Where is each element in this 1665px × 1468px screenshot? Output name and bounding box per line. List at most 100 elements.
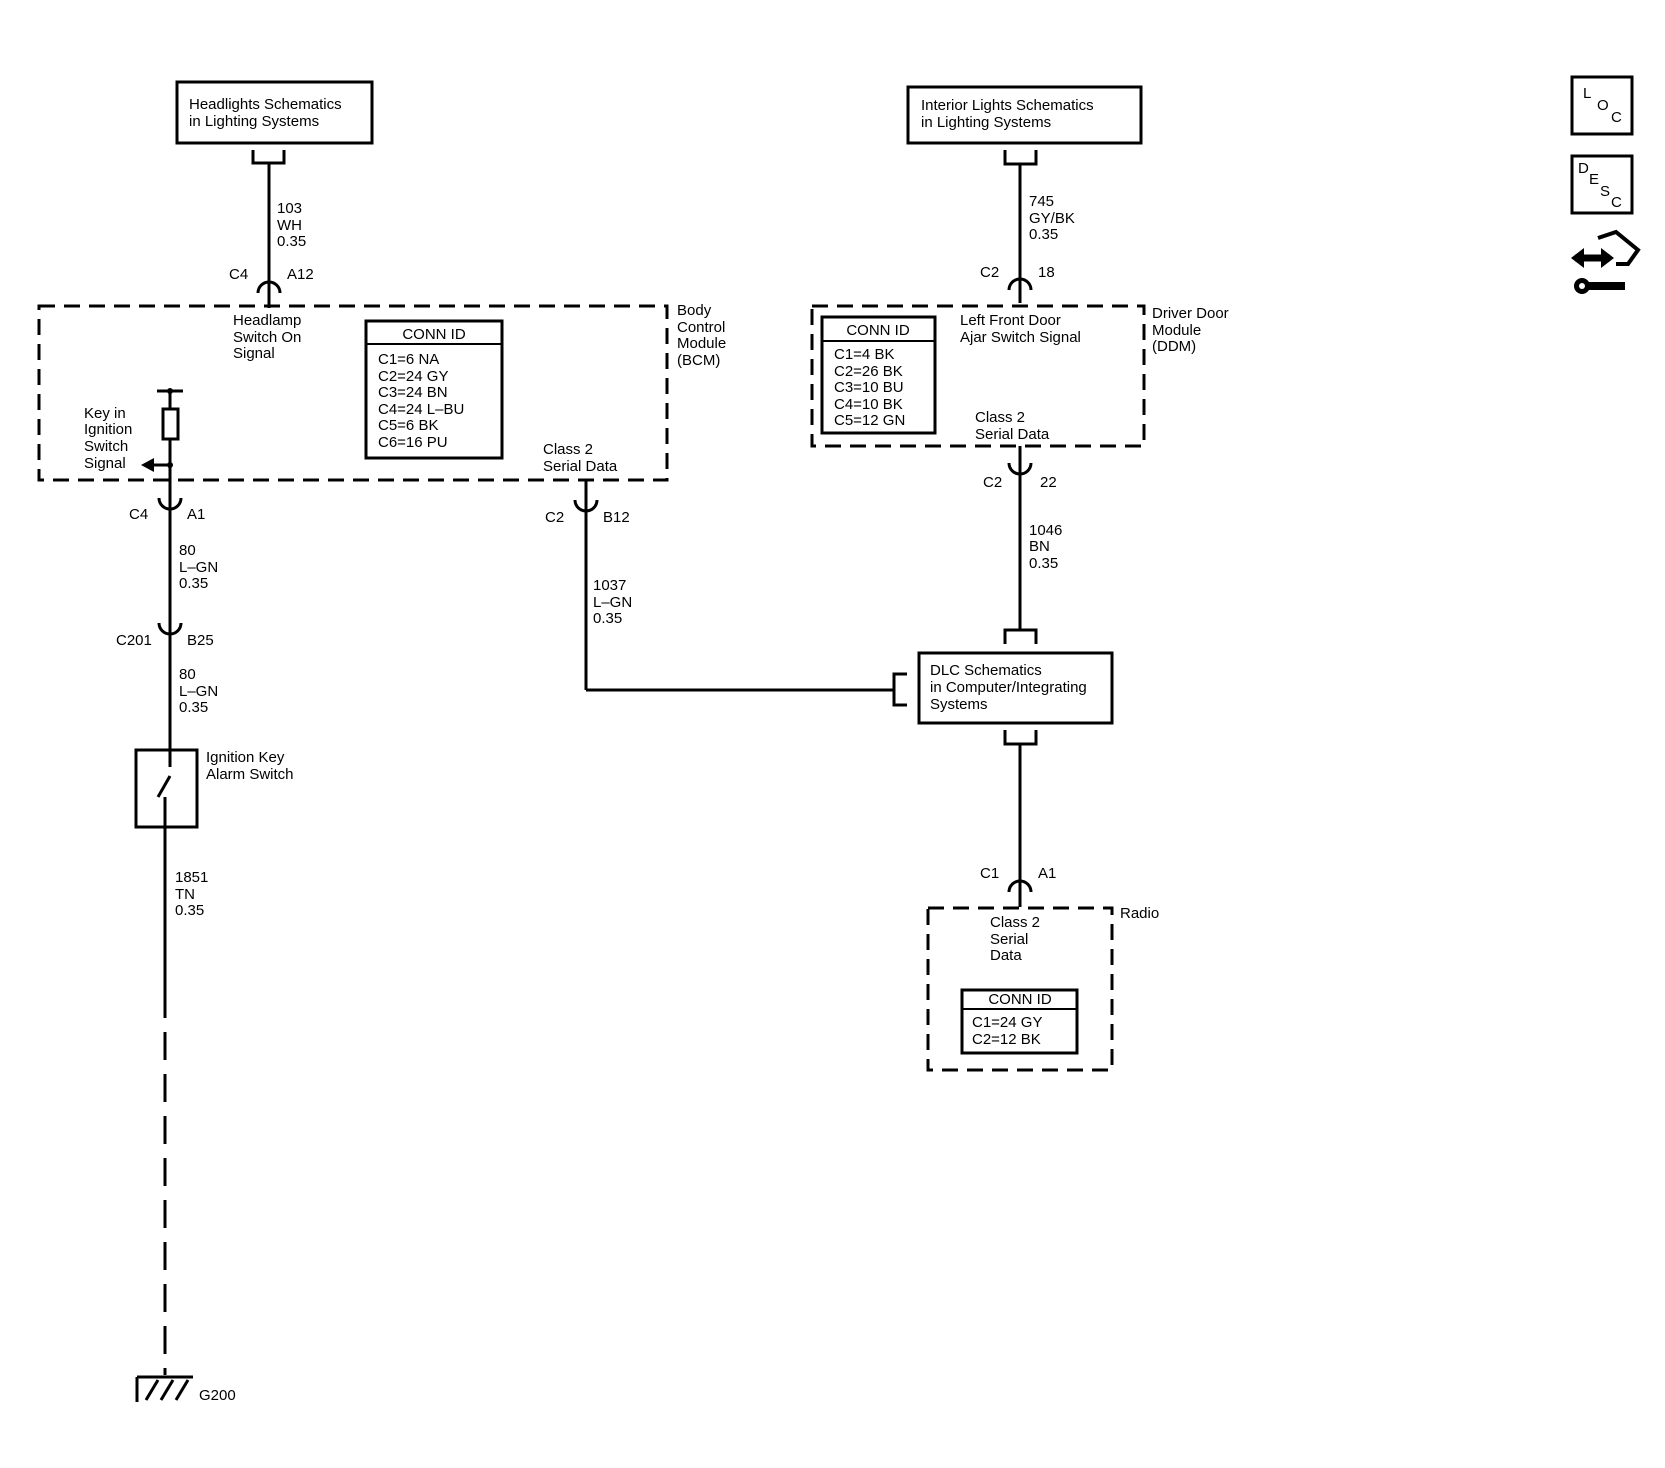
svg-text:103: 103 (277, 200, 302, 217)
connector-c2-18 (1007, 277, 1033, 291)
wrench-arrows-icon[interactable] (1571, 229, 1641, 294)
connector-label: 18 (1038, 264, 1055, 281)
svg-text:Class 2: Class 2 (543, 441, 593, 458)
svg-text:C1=4 BK: C1=4 BK (834, 346, 894, 363)
ddm-class2-serial-data: Class 2 Serial Data (975, 409, 1050, 443)
ref-line: in Computer/Integrating (930, 679, 1087, 696)
ddm-module[interactable] (810, 304, 1146, 448)
svg-text:Left Front Door: Left Front Door (960, 312, 1061, 329)
svg-text:Serial Data: Serial Data (543, 458, 618, 475)
connector-label: C2 (980, 264, 999, 281)
radio-conn-id-table: CONN ID C1=24 GY C2=12 BK (960, 988, 1079, 1055)
svg-text:Key in: Key in (84, 405, 126, 422)
svg-text:0.35: 0.35 (179, 575, 208, 592)
ground-symbol-g200 (135, 1375, 193, 1402)
svg-text:80: 80 (179, 666, 196, 683)
connector-label: 22 (1040, 474, 1057, 491)
svg-text:L: L (1583, 85, 1591, 102)
svg-text:O: O (1597, 97, 1609, 114)
connector-label: A1 (1038, 865, 1056, 882)
svg-text:D: D (1578, 160, 1589, 177)
bcm-module[interactable] (37, 304, 669, 482)
connector-label: C4 (129, 506, 148, 523)
connector-label: A12 (287, 266, 314, 283)
svg-text:745: 745 (1029, 193, 1054, 210)
svg-text:Data: Data (990, 947, 1022, 964)
svg-text:0.35: 0.35 (175, 902, 204, 919)
ref-line: Systems (930, 696, 988, 713)
switch-name: Ignition Key Alarm Switch (206, 749, 294, 783)
ddm-name: Driver Door Module (DDM) (1152, 305, 1229, 355)
svg-text:Driver Door: Driver Door (1152, 305, 1229, 322)
ref-line: Headlights Schematics (189, 96, 342, 113)
svg-text:C2=12 BK: C2=12 BK (972, 1031, 1041, 1048)
connector-label: C4 (229, 266, 248, 283)
connector-label: B12 (603, 509, 630, 526)
svg-text:0.35: 0.35 (179, 699, 208, 716)
wire-label-1046: 1046 BN 0.35 (1029, 522, 1062, 572)
radio-module[interactable] (926, 906, 1114, 1072)
svg-text:S: S (1600, 183, 1610, 200)
dlc-bottom-connector (1003, 730, 1038, 746)
radio-name: Radio (1120, 905, 1159, 922)
svg-text:L–GN: L–GN (179, 559, 218, 576)
svg-text:C2=24 GY: C2=24 GY (378, 368, 448, 385)
svg-text:Switch On: Switch On (233, 329, 301, 346)
svg-text:L–GN: L–GN (179, 683, 218, 700)
ref-line: DLC Schematics (930, 662, 1042, 679)
svg-text:CONN ID: CONN ID (402, 326, 466, 343)
svg-text:0.35: 0.35 (277, 233, 306, 250)
svg-text:CONN ID: CONN ID (846, 322, 910, 339)
svg-text:Control: Control (677, 319, 725, 336)
svg-text:1046: 1046 (1029, 522, 1062, 539)
ref-line: Interior Lights Schematics (921, 97, 1094, 114)
svg-text:Body: Body (677, 302, 712, 319)
ignition-key-alarm-switch[interactable] (134, 748, 199, 829)
headlights-reference-box[interactable]: Headlights Schematics in Lighting System… (175, 80, 374, 145)
desc-icon[interactable]: D E S C (1570, 154, 1634, 215)
svg-text:Ignition Key: Ignition Key (206, 749, 285, 766)
svg-text:TN: TN (175, 886, 195, 903)
bcm-conn-id-table: CONN ID C1=6 NA C2=24 GY C3=24 BN C4=24 … (364, 319, 504, 460)
ground-label: G200 (199, 1387, 236, 1404)
interior-lights-reference-box[interactable]: Interior Lights Schematics in Lighting S… (906, 85, 1143, 145)
svg-text:80: 80 (179, 542, 196, 559)
key-in-ignition-switch-signal: Key in Ignition Switch Signal (84, 405, 132, 472)
svg-text:(BCM): (BCM) (677, 352, 720, 369)
bcm-class2-serial-data: Class 2 Serial Data (543, 441, 618, 475)
connector-c1-a1 (1007, 879, 1033, 893)
connector-label: C2 (545, 509, 564, 526)
svg-text:GY/BK: GY/BK (1029, 210, 1075, 227)
connector-label: B25 (187, 632, 214, 649)
ref-connector (251, 150, 286, 165)
svg-text:WH: WH (277, 217, 302, 234)
key-ignition-circuit (141, 388, 183, 500)
svg-text:C: C (1611, 194, 1622, 211)
connector-label: A1 (187, 506, 205, 523)
svg-text:Signal: Signal (84, 455, 126, 472)
svg-text:Serial: Serial (990, 931, 1028, 948)
radio-class2-serial-data: Class 2 Serial Data (990, 914, 1040, 964)
dlc-top-connector (1003, 628, 1038, 644)
svg-text:Ignition: Ignition (84, 421, 132, 438)
svg-text:L–GN: L–GN (593, 594, 632, 611)
connector-label: C1 (980, 865, 999, 882)
loc-icon[interactable]: L O C (1570, 75, 1634, 136)
svg-text:C3=10 BU: C3=10 BU (834, 379, 904, 396)
svg-text:Module: Module (1152, 322, 1201, 339)
wire-label-80-upper: 80 L–GN 0.35 (179, 542, 218, 592)
svg-text:1037: 1037 (593, 577, 626, 594)
svg-text:Ajar Switch Signal: Ajar Switch Signal (960, 329, 1081, 346)
svg-text:C6=16 PU: C6=16 PU (378, 434, 448, 451)
svg-text:Class 2: Class 2 (990, 914, 1040, 931)
ddm-conn-id-table: CONN ID C1=4 BK C2=26 BK C3=10 BU C4=10 … (820, 315, 937, 435)
svg-text:Switch: Switch (84, 438, 128, 455)
dlc-left-connector (892, 672, 907, 707)
headlamp-switch-on-signal: Headlamp Switch On Signal (233, 312, 301, 362)
dlc-reference-box[interactable]: DLC Schematics in Computer/Integrating S… (917, 651, 1114, 725)
svg-text:C1=24 GY: C1=24 GY (972, 1014, 1042, 1031)
svg-text:Module: Module (677, 335, 726, 352)
svg-text:0.35: 0.35 (1029, 226, 1058, 243)
svg-text:Alarm Switch: Alarm Switch (206, 766, 294, 783)
